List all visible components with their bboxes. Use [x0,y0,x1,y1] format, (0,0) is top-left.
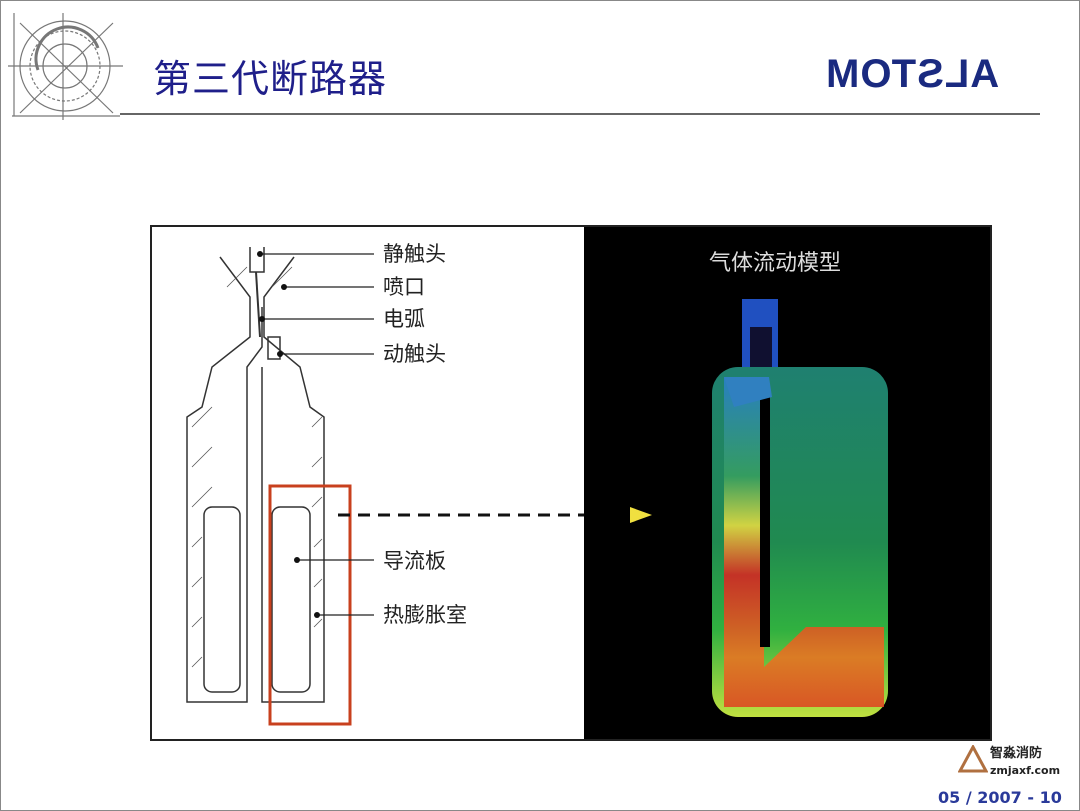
slide-title: 第三代断路器 [153,57,388,101]
gas-flow-simulation [630,299,888,717]
label-nozzle: 喷口 [383,275,425,299]
watermark-name: 智淼消防 [990,746,1043,761]
label-static-contact: 静触头 [383,242,446,266]
title-divider [120,113,1040,115]
expansion-chamber-highlight [268,484,352,726]
label-arc: 电弧 [383,307,425,331]
breaker-cross-section [186,247,584,726]
breaker-figure: 静触头 喷口 电弧 动触头 导流板 热膨胀室 气体流动模型 [150,225,992,741]
arrow-head [630,507,652,523]
alstom-logo-text: ALSTOM [825,52,1000,96]
label-expansion-chamber: 热膨胀室 [383,603,467,627]
label-flow-guide: 导流板 [383,549,446,573]
slide-footer-date: 05 / 2007 - 10 [938,788,1062,807]
label-moving-contact: 动触头 [383,342,446,366]
watermark-site: zmjaxf.com [990,764,1061,777]
alstom-logo: ALSTOM [825,52,999,97]
gas-flow-panel: 气体流动模型 [584,227,990,739]
watermark-logo-icon [958,745,988,773]
emblem-logo [8,13,123,120]
gas-flow-title: 气体流动模型 [709,251,842,276]
